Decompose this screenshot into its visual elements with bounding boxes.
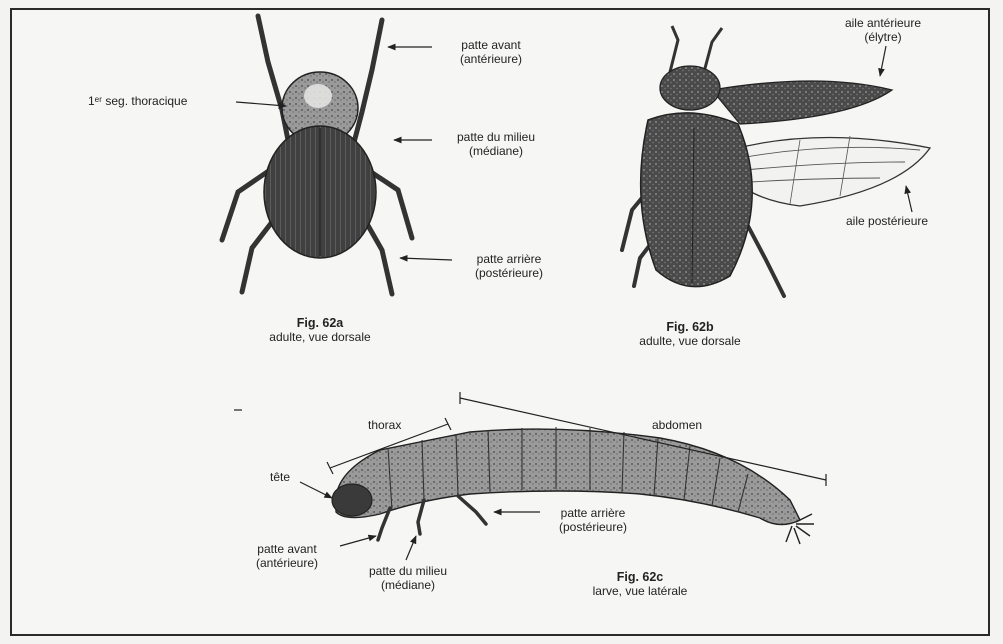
fig-c-leg-mid-line2: (médiane): [348, 578, 468, 592]
fig-b-caption: Fig. 62b adulte, vue dorsale: [590, 320, 790, 348]
fig-c-caption: Fig. 62c larve, vue latérale: [560, 570, 720, 598]
fig-c-leg-back-line2: (postérieure): [538, 520, 648, 534]
fig-a-leg-front-label: patte avant (antérieure): [436, 38, 546, 66]
fig-a-caption-title: Fig. 62a: [220, 316, 420, 330]
fig-c-leg-mid-line1: patte du milieu: [348, 564, 468, 578]
fig-c-leg-front-label: patte avant (antérieure): [232, 542, 342, 570]
fig-c-leg-front-line2: (antérieure): [232, 556, 342, 570]
beetle-a-drawing: [222, 16, 412, 294]
fig-c-leg-back-line1: patte arrière: [538, 506, 648, 520]
fig-a-leg-back-line1: patte arrière: [454, 252, 564, 266]
fig-a-leg-front-line2: (antérieure): [436, 52, 546, 66]
fig-b-front-wing-label: aile antérieure (élytre): [818, 16, 948, 44]
fig-b-front-wing-line2: (élytre): [818, 30, 948, 44]
fig-a-caption-subtitle: adulte, vue dorsale: [220, 330, 420, 344]
fig-c-abdomen-label: abdomen: [652, 418, 702, 432]
fig-c-thorax-label: thorax: [368, 418, 401, 432]
beetle-b-drawing: [622, 26, 930, 296]
fig-a-leg-back-line2: (postérieure): [454, 266, 564, 280]
fig-a-caption: Fig. 62a adulte, vue dorsale: [220, 316, 420, 344]
fig-c-leg-front-line1: patte avant: [232, 542, 342, 556]
fig-b-hind-wing-label: aile postérieure: [846, 214, 928, 228]
fig-a-leg-mid-label: patte du milieu (médiane): [436, 130, 556, 158]
fig-a-leg-mid-line2: (médiane): [436, 144, 556, 158]
fig-b-pointers: [880, 46, 912, 212]
fig-c-leg-mid-label: patte du milieu (médiane): [348, 564, 468, 592]
fig-a-leg-back-label: patte arrière (postérieure): [454, 252, 564, 280]
fig-c-head-label: tête: [270, 470, 290, 484]
fig-a-thorax-segment-label: 1ᵉʳ seg. thoracique: [88, 94, 187, 108]
fig-b-caption-title: Fig. 62b: [590, 320, 790, 334]
fig-a-leg-front-line1: patte avant: [436, 38, 546, 52]
fig-c-caption-title: Fig. 62c: [560, 570, 720, 584]
fig-c-caption-subtitle: larve, vue latérale: [560, 584, 720, 598]
fig-c-leg-back-label: patte arrière (postérieure): [538, 506, 648, 534]
fig-b-front-wing-line1: aile antérieure: [818, 16, 948, 30]
fig-b-caption-subtitle: adulte, vue dorsale: [590, 334, 790, 348]
fig-a-leg-mid-line1: patte du milieu: [436, 130, 556, 144]
